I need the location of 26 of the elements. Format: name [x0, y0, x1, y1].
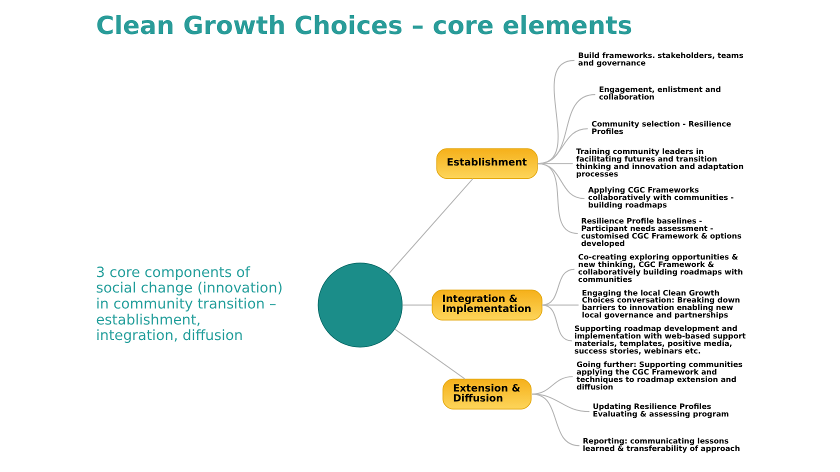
connector [531, 394, 579, 446]
node-text: Applying CGC Frameworks collaboratively with communities - building roadmaps [588, 185, 734, 210]
node-text: Resilience Profile baselines - Participant needs assessment - customised CGC Framework & options developed [580, 216, 742, 248]
node-box: Extension & Diffusion [442, 378, 532, 410]
node-text: Updating Resilience Profiles Evaluating & assessing program [592, 402, 728, 419]
node-text: Build frameworks. stakeholders, teams and governance [578, 51, 743, 68]
node-text: Supporting roadmap development and implementation with web-based support materials, templates, positive media, success stories, webinars etc. [574, 324, 746, 356]
node-box: Establishment [436, 148, 538, 179]
connector [388, 178, 473, 274]
node-text: Engaging the local Clean Growth Choices conversation: Breaking down barriers to innovation enabling new local governance and partnerships [581, 288, 740, 320]
node-box: Integration & Implementation [431, 290, 542, 320]
connector [541, 304, 578, 306]
connector [394, 328, 465, 380]
connector [537, 163, 578, 234]
node-text: Training community leaders in facilitating futures and transition thinking and innovation and adaptation processes [576, 146, 744, 178]
node-text: Community selection - Resilience Profiles [590, 119, 731, 136]
connector [537, 163, 584, 200]
connector [402, 304, 432, 306]
label: 3 core components of social change (innovation) in community transition – establishment, integration, diffusion [95, 264, 282, 344]
node-text: Reporting: communicating lessons learned & transferability of approach [582, 436, 740, 453]
node-text: Co-creating exploring opportunities & new thinking, CGC Framework & collaboratively building roadmaps with communities [578, 252, 742, 284]
diagram-title: Clean Growth Choices – core elements [95, 10, 632, 40]
node-circle [317, 262, 402, 348]
connector [541, 304, 572, 342]
node-text: Engagement, enlistment and collaboration [598, 85, 720, 102]
node-text: Going further: Supporting communities applying the CGC Framework and techniques to roadmap extension and diffusion [576, 360, 742, 392]
